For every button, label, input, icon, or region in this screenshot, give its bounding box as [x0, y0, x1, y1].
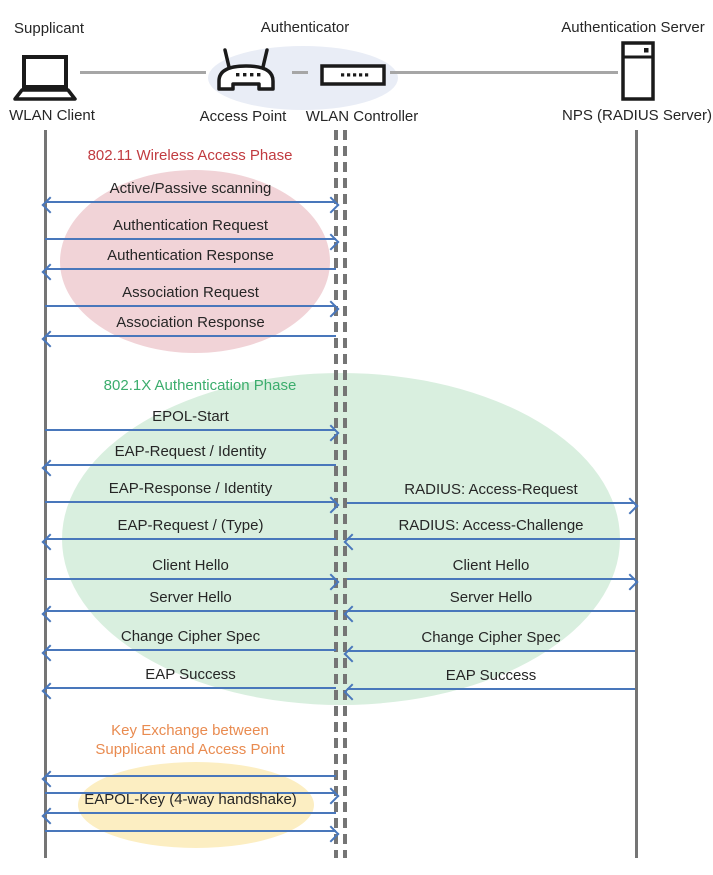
- arrow-right: [45, 787, 340, 805]
- phase-title-authentication: 802.1X Authentication Phase: [103, 377, 297, 394]
- message-label: Active/Passive scanning: [109, 180, 272, 197]
- arrow-right: [45, 825, 340, 843]
- lifeline-controller-dashed-2: [343, 130, 347, 858]
- phase-title-key-exchange-line1: Key Exchange between: [111, 722, 269, 739]
- message-label: EPOL-Start: [152, 408, 229, 425]
- access-point-icon: [214, 48, 278, 92]
- arrow-right: [45, 573, 340, 591]
- wlan-controller-icon: [320, 64, 386, 86]
- laptop-icon: [12, 55, 78, 101]
- phase-ellipse-wireless-access: [60, 170, 330, 353]
- arrow-right: [45, 233, 340, 251]
- arrow-left: [41, 770, 336, 788]
- lifeline-wlan-client: [44, 130, 47, 858]
- arrow-left: [343, 533, 635, 551]
- arrow-left: [41, 807, 336, 825]
- connector-controller-server: [390, 71, 618, 74]
- label-nps-radius-server: NPS (RADIUS Server): [561, 107, 713, 124]
- arrow-left: [41, 459, 336, 477]
- phase-title-key-exchange: Key Exchange between Supplicant and Acce…: [95, 721, 284, 759]
- arrow-left: [41, 533, 336, 551]
- message-label: Client Hello: [152, 557, 229, 574]
- connector-ap-controller: [292, 71, 308, 74]
- message-label: EAP Success: [145, 666, 236, 683]
- phase-title-key-exchange-line2: Supplicant and Access Point: [95, 741, 285, 758]
- message-label: Authentication Request: [112, 217, 269, 234]
- arrow-right: [45, 496, 340, 514]
- label-access-point: Access Point: [199, 108, 287, 125]
- role-authenticator: Authenticator: [260, 19, 350, 36]
- message-label: EAPOL-Key (4-way handshake): [84, 791, 297, 808]
- message-label: Client Hello: [452, 557, 530, 574]
- arrow-left: [343, 683, 635, 701]
- message-label: EAP-Response / Identity: [108, 480, 273, 497]
- label-wlan-client: WLAN Client: [9, 107, 95, 124]
- arrow-left: [41, 263, 336, 281]
- message-label: RADIUS: Access-Request: [404, 481, 578, 498]
- message-label: Change Cipher Spec: [120, 628, 261, 645]
- arrow-left: [343, 605, 635, 623]
- arrow-right: [45, 424, 340, 442]
- message-label: Association Request: [122, 284, 259, 301]
- message-label: EAP Success: [445, 667, 537, 684]
- message-label: EAP-Request / (Type): [117, 517, 264, 534]
- message-label: EAP-Request / Identity: [114, 443, 267, 460]
- message-label: Change Cipher Spec: [421, 629, 561, 646]
- role-authentication-server: Authentication Server: [561, 19, 705, 36]
- lifeline-controller-dashed-1: [334, 130, 338, 858]
- server-icon: [621, 41, 657, 101]
- role-supplicant: Supplicant: [14, 20, 85, 37]
- arrow-right: [347, 497, 639, 515]
- arrow-left: [41, 644, 336, 662]
- message-label: Association Response: [116, 314, 265, 331]
- arrow-left: [41, 682, 336, 700]
- arrow-right: [347, 573, 639, 591]
- arrow-left: [41, 330, 336, 348]
- message-label: Server Hello: [449, 589, 533, 606]
- connector-client-ap: [80, 71, 206, 74]
- arrow-left: [343, 645, 635, 663]
- arrow-both: [41, 196, 340, 214]
- arrow-left: [41, 605, 336, 623]
- message-label: Authentication Response: [107, 247, 274, 264]
- lifeline-nps-server: [635, 130, 638, 858]
- label-wlan-controller: WLAN Controller: [305, 108, 419, 125]
- message-label: Server Hello: [149, 589, 232, 606]
- arrow-right: [45, 300, 340, 318]
- phase-title-wireless-access: 802.11 Wireless Access Phase: [87, 147, 293, 164]
- message-label: RADIUS: Access-Challenge: [398, 517, 584, 534]
